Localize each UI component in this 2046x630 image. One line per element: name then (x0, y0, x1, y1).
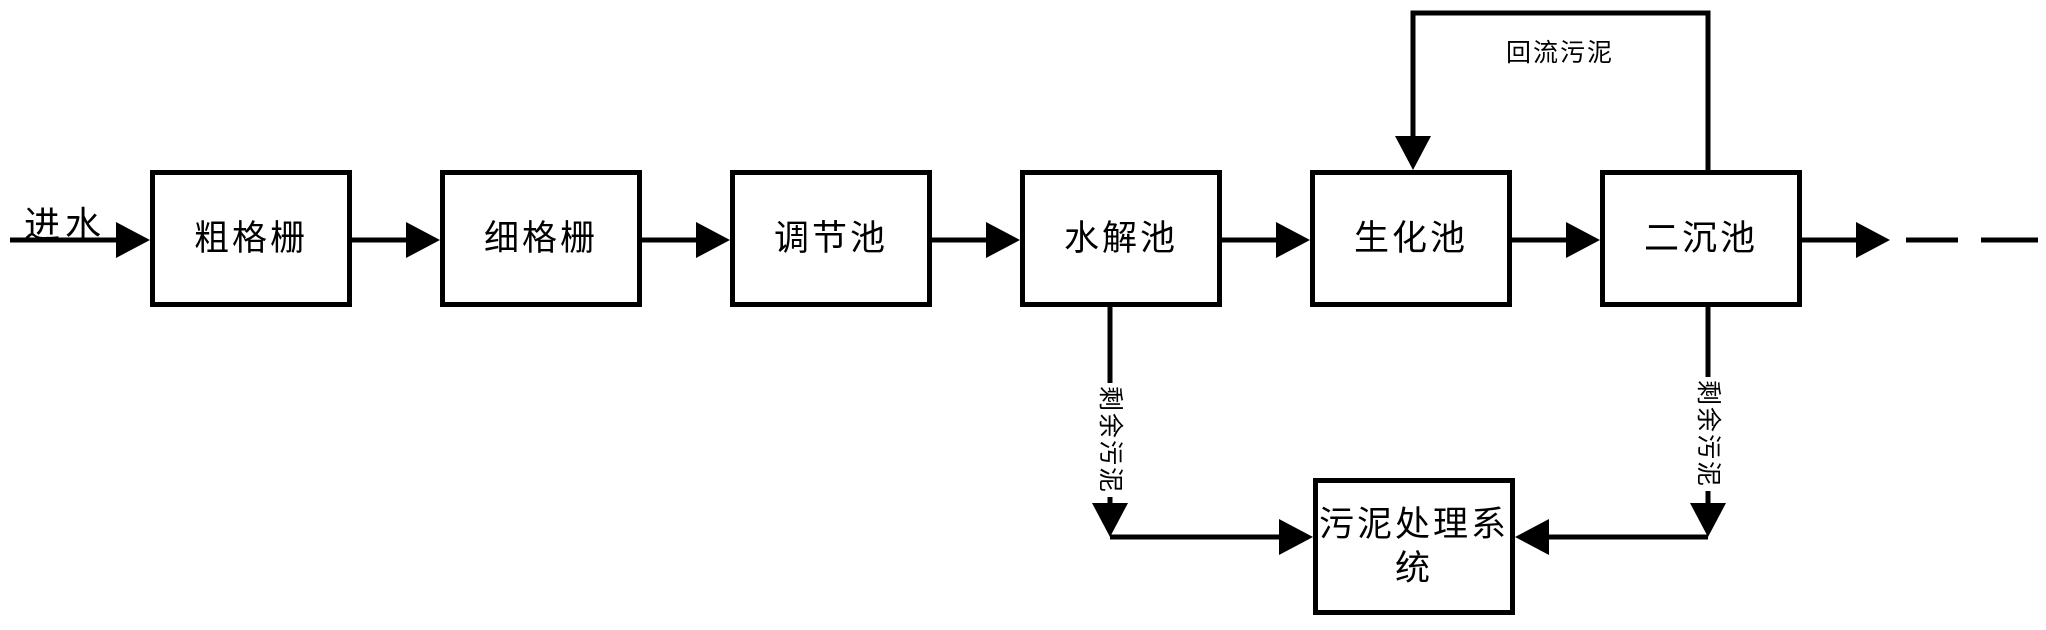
edge-surplus-left-right-arrowhead (1279, 519, 1313, 555)
edge-coarse-to-fine-arrowhead (406, 222, 440, 258)
surplus-sludge-left-label: 剩余污泥 (1094, 382, 1131, 498)
edge-effluent-arrowhead (1856, 222, 1890, 258)
node-coarse-screen: 粗格栅 (150, 170, 352, 307)
node-sludge-treatment-system-label: 污泥处理系统 (1318, 504, 1509, 588)
surplus-sludge-right-label: 剩余污泥 (1692, 376, 1729, 492)
edge-surplus-left-down-arrowhead (1092, 503, 1128, 537)
node-hydrolysis-tank-label: 水解池 (1063, 218, 1178, 258)
node-secondary-sedimentation-tank-label: 二沉池 (1643, 218, 1758, 258)
node-fine-screen-label: 细格栅 (483, 218, 598, 258)
node-hydrolysis-tank: 水解池 (1020, 170, 1222, 307)
edge-inflow-arrowhead (116, 222, 150, 258)
inflow-label: 进水 (24, 205, 107, 245)
node-sludge-treatment-system: 污泥处理系统 (1313, 478, 1515, 615)
node-biochemical-tank: 生化池 (1310, 170, 1512, 307)
edge-biochemical-to-secondary-arrowhead (1566, 222, 1600, 258)
node-secondary-sedimentation-tank: 二沉池 (1600, 170, 1802, 307)
node-regulating-tank-label: 调节池 (773, 218, 888, 258)
node-regulating-tank: 调节池 (730, 170, 932, 307)
edge-return-sludge-arrowhead (1395, 136, 1431, 170)
edge-surplus-right-down-arrowhead (1690, 503, 1726, 537)
node-coarse-screen-label: 粗格栅 (193, 218, 308, 258)
edge-hydrolysis-to-biochemical-arrowhead (1276, 222, 1310, 258)
edge-surplus-right-left-arrowhead (1515, 519, 1549, 555)
edge-regulating-to-hydrolysis-arrowhead (986, 222, 1020, 258)
edge-fine-to-regulating-arrowhead (696, 222, 730, 258)
return-sludge-label: 回流污泥 (1506, 40, 1615, 67)
node-biochemical-tank-label: 生化池 (1353, 218, 1468, 258)
edge-return-sludge-line (1410, 10, 1711, 170)
node-fine-screen: 细格栅 (440, 170, 642, 307)
